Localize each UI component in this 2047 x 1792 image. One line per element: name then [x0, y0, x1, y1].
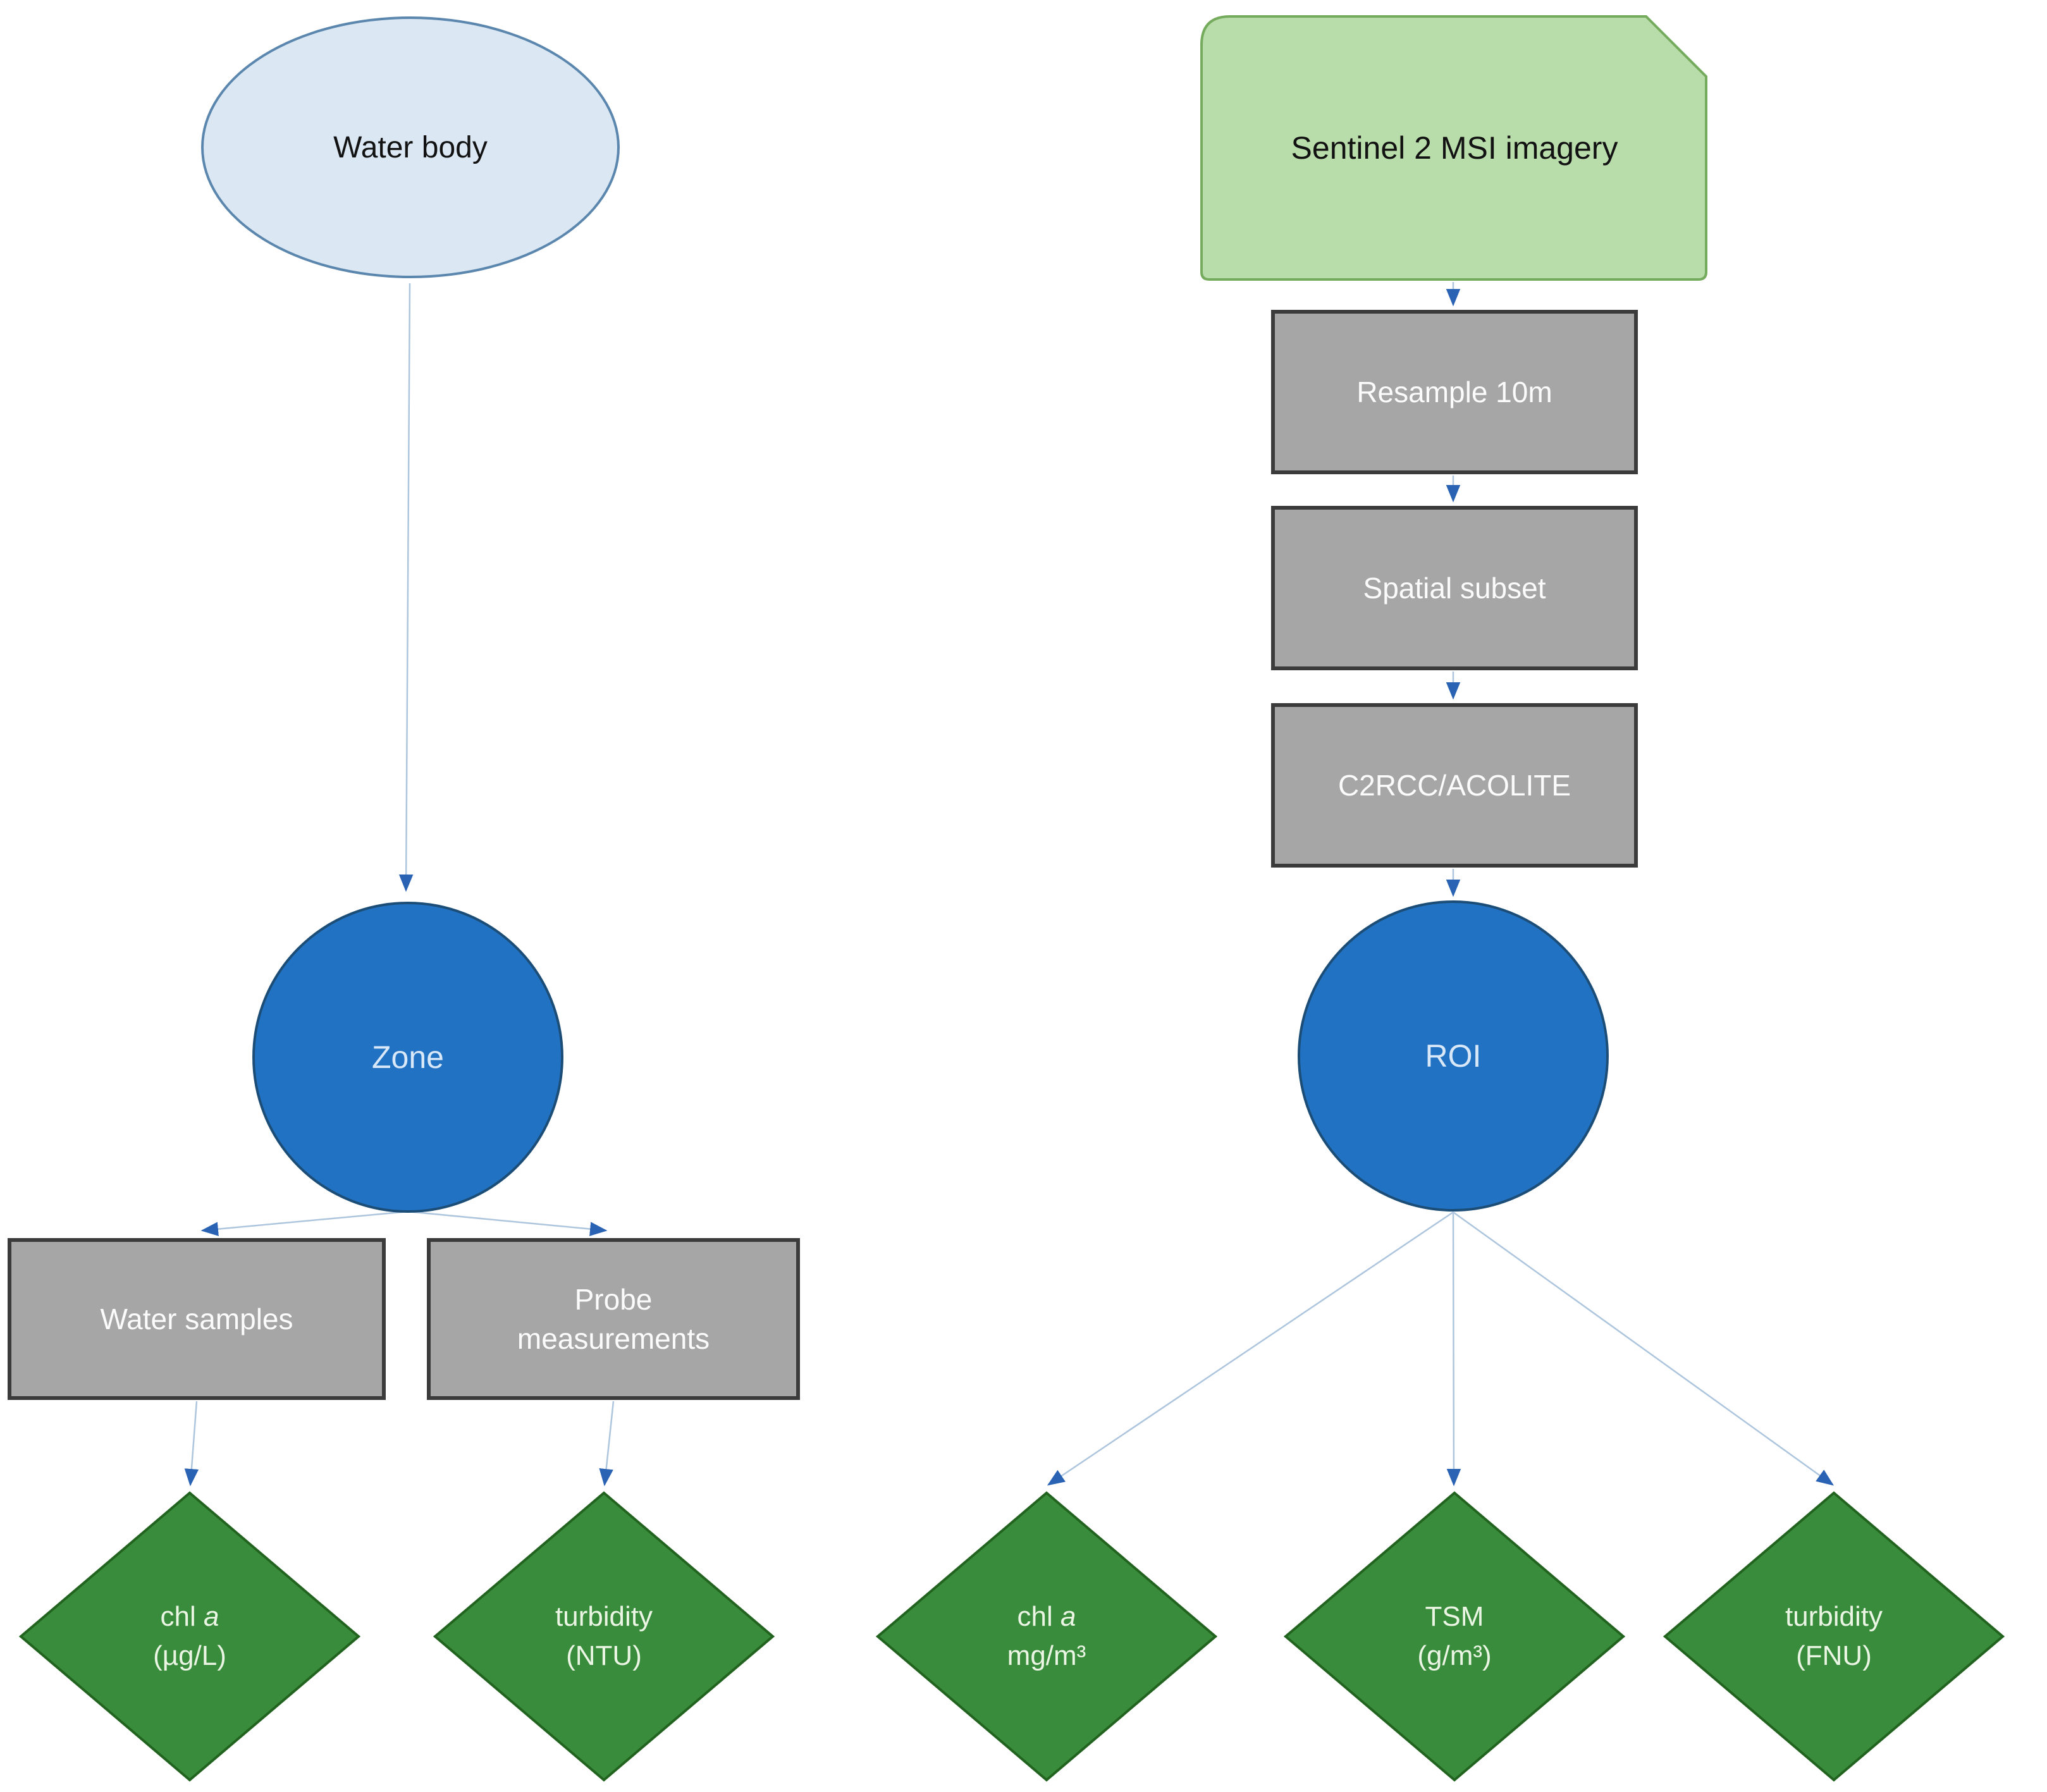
connector-zone-probe	[407, 1210, 608, 1236]
chl-mgm3-diamond: chl a mg/m³	[875, 1491, 1218, 1782]
probe-measurements-node: Probe measurements	[427, 1238, 800, 1400]
turbidity-fnu-diamond: turbidity (FNU)	[1663, 1491, 2005, 1782]
spatial-subset-node: Spatial subset	[1271, 506, 1638, 670]
water-body-label: Water body	[333, 130, 488, 164]
water-body-node: Water body	[201, 16, 620, 278]
sentinel-card-shape	[1200, 15, 1707, 281]
water-samples-node: Water samples	[8, 1238, 386, 1400]
connector-waterbody-zone	[398, 283, 414, 892]
connector-zone-watersamples	[200, 1210, 409, 1236]
zone-node: Zone	[252, 902, 563, 1213]
chl-ugl-diamond: chl a (µg/L)	[18, 1491, 361, 1782]
roi-label: ROI	[1425, 1038, 1482, 1074]
turbidity-ntu-diamond: turbidity (NTU)	[433, 1491, 775, 1782]
connector-roi-tsm	[1446, 1212, 1461, 1487]
resample-label: Resample 10m	[1356, 375, 1552, 408]
connector-watersamples-chl	[184, 1401, 199, 1487]
tsm-diamond: TSM (g/m³)	[1283, 1491, 1626, 1782]
diamond-shape	[875, 1491, 1218, 1782]
roi-node: ROI	[1298, 900, 1609, 1212]
probe-measurements-label: Probe measurements	[517, 1282, 710, 1355]
diamond-shape	[433, 1491, 775, 1782]
resample-node: Resample 10m	[1271, 310, 1638, 474]
sentinel-imagery-node: Sentinel 2 MSI imagery	[1200, 14, 1709, 282]
c2rcc-acolite-label: C2RCC/ACOLITE	[1337, 768, 1571, 802]
c2rcc-acolite-node: C2RCC/ACOLITE	[1271, 703, 1638, 868]
diamond-shape	[1663, 1491, 2005, 1782]
connector-roi-turbidity	[1453, 1211, 1835, 1486]
diamond-shape	[1283, 1491, 1626, 1782]
spatial-subset-label: Spatial subset	[1363, 571, 1546, 604]
water-samples-label: Water samples	[100, 1302, 293, 1335]
connector-roi-chl	[1047, 1211, 1454, 1486]
connector-probe-turbidity	[599, 1401, 615, 1487]
diamond-shape	[18, 1491, 361, 1782]
zone-label: Zone	[372, 1040, 444, 1075]
